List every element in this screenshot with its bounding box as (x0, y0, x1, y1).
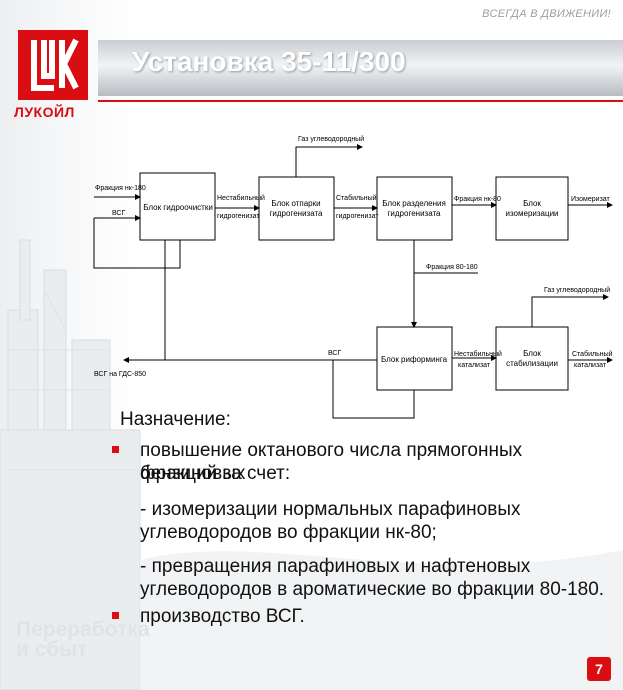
label-unstable-hydro-1: Нестабильный (217, 194, 265, 202)
footer-line-2: и сбыт (16, 638, 88, 661)
label-stable-cat-2: катализат (574, 362, 607, 369)
block-stripping-label-1: Блок отпарки (271, 199, 320, 208)
sub-item-1-line-2: углеводородов во фракции нк-80; (140, 522, 437, 543)
label-gas-top: Газ углеводородный (298, 135, 364, 143)
title-band (98, 40, 623, 96)
logo-text: ЛУКОЙЛ (14, 104, 75, 120)
bullet-1-line-2: фракций за счет: (140, 463, 291, 484)
label-stable-hydro-1: Стабильный (336, 194, 377, 202)
sub-item-1-line-1: - изомеризации нормальных парафиновых (140, 499, 521, 520)
label-fraction-80-180: Фракция 80-180 (426, 264, 478, 271)
flow-reformer-loop (332, 360, 415, 419)
block-isomerization (495, 176, 569, 241)
sub-item-2-line-1: - превращения парафиновых и нафтеновых (140, 556, 531, 577)
block-reforming (376, 326, 453, 391)
label-isomerizate: Изомеризат (571, 196, 611, 203)
label-stable-hydro-2: гидрогенизат (336, 213, 379, 220)
slide-title: Установка 35-11/300 (132, 46, 406, 77)
label-stable-cat-1: Стабильный (572, 350, 613, 358)
label-vsg-mid: ВСГ (328, 350, 341, 357)
tagline: ВСЕГДА В ДВИЖЕНИИ! (482, 8, 611, 20)
block-hydrotreating-label: Блок гидроочистки (143, 203, 213, 212)
page-number-badge: 7 (587, 657, 611, 681)
block-separation-label-2: гидрогенизата (388, 209, 442, 218)
refinery-background-art (0, 239, 623, 690)
footer-division-name: Переработка и сбыт (16, 618, 150, 661)
bullet-2-text: производство ВСГ. (140, 606, 305, 627)
block-isomerization-label-2: изомеризации (506, 209, 559, 218)
bullet-1-line-1: повышение октанового числа прямогонных б… (140, 440, 523, 484)
block-separation-label-1: Блок разделения (382, 199, 446, 208)
label-unstable-cat-2: катализат (458, 362, 491, 369)
label-fraction-nk80: Фракция нк-80 (454, 196, 501, 203)
lukoil-logo-icon (31, 38, 79, 91)
lukoil-logo (18, 30, 88, 100)
block-reforming-label: Блок риформинга (381, 355, 448, 364)
label-vsg-out: ВСГ на ГДС-850 (94, 371, 146, 378)
flow-recycle (93, 218, 181, 269)
label-unstable-hydro-2: гидрогенизат (217, 213, 260, 220)
process-flow-diagram: Блок гидроочистки Блок отпарки гидрогени… (93, 135, 613, 419)
label-vsg-in: ВСГ (112, 210, 125, 217)
block-separation (376, 176, 453, 241)
block-stabilization-label-1: Блок (523, 349, 541, 358)
block-stripping-label-2: гидрогенизата (270, 209, 324, 218)
label-unstable-cat-1: Нестабильный (454, 350, 502, 358)
bullet-marker-1 (112, 446, 119, 453)
block-stripping (258, 176, 335, 241)
label-gas-right: Газ углеводородный (544, 286, 610, 294)
label-fraction-nk180: Фракция нк-180 (95, 185, 146, 192)
bullet-marker-2 (112, 612, 119, 619)
sub-item-2-line-2: углеводородов в ароматические во фракции… (140, 579, 605, 600)
block-stabilization (495, 326, 569, 391)
footer-line-1: Переработка (16, 618, 150, 641)
title-underline (98, 100, 623, 102)
block-isomerization-label-1: Блок (523, 199, 541, 208)
block-stabilization-label-2: стабилизации (506, 359, 558, 368)
block-hydrotreating (139, 172, 216, 241)
flow-gas-top (295, 144, 363, 177)
flow-gas-right (531, 294, 609, 327)
purpose-heading: Назначение: (120, 409, 231, 430)
